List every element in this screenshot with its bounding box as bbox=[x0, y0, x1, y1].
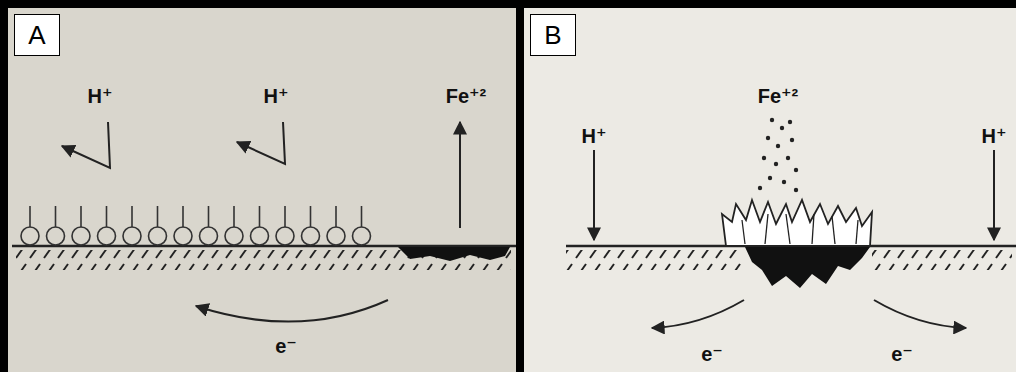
metal-hatching bbox=[872, 250, 1012, 270]
flake-lines bbox=[742, 214, 858, 244]
ion-label: H⁺ bbox=[264, 86, 289, 106]
hydrogen-ion-arrow bbox=[593, 150, 595, 240]
ion-label: Fe⁺² bbox=[446, 86, 487, 106]
electron-flow-arrow bbox=[652, 300, 744, 328]
electron-flow-arrow bbox=[196, 300, 388, 322]
ion-label: Fe⁺² bbox=[758, 86, 799, 106]
anodic-site bbox=[398, 247, 510, 261]
electron-label: e⁻ bbox=[275, 336, 297, 356]
hydrogen-ion-arrow bbox=[993, 150, 995, 240]
iron-ion-arrow bbox=[459, 122, 461, 228]
reflected-arrow bbox=[62, 122, 110, 168]
panel-letter-box: B bbox=[530, 14, 576, 56]
panel-letter: B bbox=[544, 22, 561, 48]
electron-flow-arrow bbox=[874, 300, 966, 328]
metal-surface bbox=[12, 245, 516, 248]
ion-label: H⁺ bbox=[982, 126, 1007, 146]
reflected-arrow bbox=[237, 122, 285, 164]
panel-b-ground bbox=[524, 8, 1016, 372]
panel-letter: A bbox=[28, 22, 45, 48]
corrosion-product bbox=[722, 200, 872, 246]
ion-label: H⁺ bbox=[88, 86, 113, 106]
panel-letter-box: A bbox=[14, 14, 60, 56]
metal-hatching bbox=[566, 250, 741, 270]
ion-label: H⁺ bbox=[582, 126, 607, 146]
dissolving-ions bbox=[758, 118, 798, 192]
panel-a-ground bbox=[8, 8, 516, 372]
inhibitor-molecules bbox=[21, 206, 371, 245]
electron-label: e⁻ bbox=[701, 344, 723, 364]
electron-label: e⁻ bbox=[891, 344, 913, 364]
corrosion-pit bbox=[745, 247, 870, 288]
